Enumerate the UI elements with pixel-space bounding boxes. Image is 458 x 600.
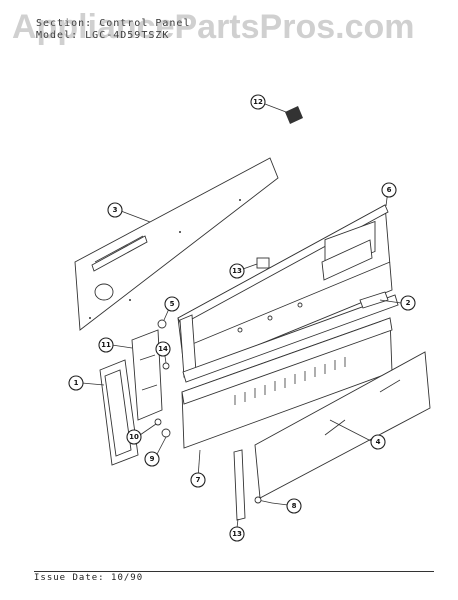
callout-4: 4 [370,434,386,450]
part-end-cap [99,359,139,466]
part-top-trim [182,291,399,383]
leader-lines [81,103,402,529]
svg-text:11: 11 [101,341,111,349]
svg-text:13: 13 [232,530,242,538]
model-value: LGC-4D59TSZK [85,30,170,41]
callout-2: 2 [400,295,416,311]
callout-11: 11 [98,337,114,353]
callout-9: 9 [144,451,160,467]
part-switch [285,106,303,124]
callout-8: 8 [286,498,302,514]
section-label: Section: [36,18,93,29]
part-rear-panel [74,157,279,331]
callout-1: 1 [68,375,84,391]
callout-6: 6 [381,182,397,198]
svg-text:9: 9 [150,455,155,463]
part-glass-overlay [254,351,431,499]
svg-text:1: 1 [74,379,79,387]
callout-13-upper: 13 [229,263,245,279]
model-label: Model: [36,30,79,41]
part-screw [162,362,170,370]
part-knob [157,319,167,329]
section-value: Control Panel [99,18,191,29]
svg-text:8: 8 [292,502,297,510]
callout-12: 12 [250,94,266,110]
issue-date-value: 10/90 [111,573,144,583]
watermark: AppliancePartsPros.com [12,8,415,46]
callout-7: 7 [190,472,206,488]
part-clip-upper [256,257,270,269]
part-strip-lower [233,449,246,521]
callout-14: 14 [155,341,171,357]
callout-13-lower: 13 [229,526,245,542]
part-bulb [254,496,273,504]
part-washer [154,418,162,426]
part-bracket [131,329,163,421]
callout-5: 5 [164,296,180,312]
svg-text:3: 3 [113,206,118,214]
part-control-panel-housing [177,204,393,378]
svg-text:6: 6 [387,186,392,194]
callout-3: 3 [107,202,123,218]
model-row: Model: LGC-4D59TSZK [36,30,190,42]
svg-text:2: 2 [406,299,411,307]
svg-text:10: 10 [129,433,139,441]
svg-text:14: 14 [158,345,168,353]
svg-text:13: 13 [232,267,242,275]
svg-text:7: 7 [196,476,201,484]
part-nut [161,428,171,438]
diagram-footer: Issue Date: 10/90 [34,571,434,583]
issue-date-label: Issue Date: [34,573,105,583]
callout-10: 10 [126,429,142,445]
part-front-panel [181,317,393,449]
svg-text:4: 4 [376,438,381,446]
svg-text:5: 5 [170,300,175,308]
section-row: Section: Control Panel [36,18,190,30]
diagram-header: Section: Control Panel Model: LGC-4D59TS… [36,18,190,42]
svg-text:12: 12 [253,98,263,106]
